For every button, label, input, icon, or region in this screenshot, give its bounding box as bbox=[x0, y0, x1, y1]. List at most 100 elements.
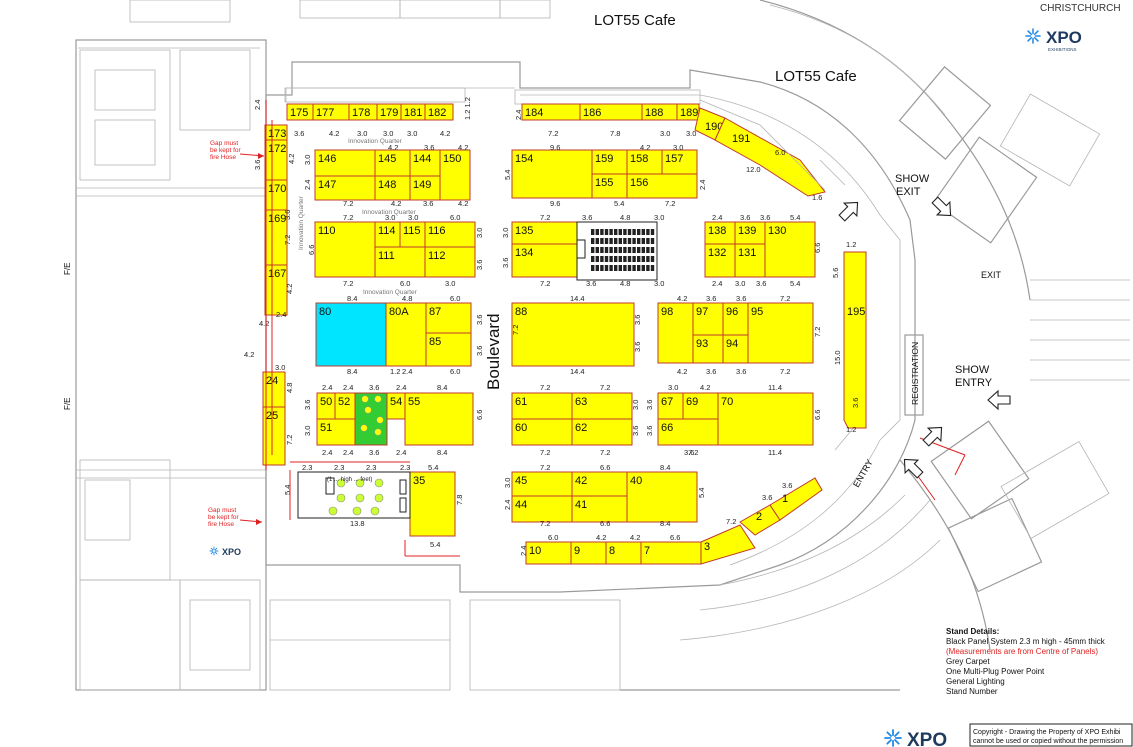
dimension-label: 2.3 bbox=[366, 463, 376, 472]
stand-1[interactable]: 1 bbox=[769, 477, 823, 521]
stand-66[interactable]: 66 bbox=[657, 418, 719, 446]
dimension-label: 8.4 bbox=[660, 463, 670, 472]
stand-144[interactable]: 144 bbox=[409, 149, 441, 177]
stand-94[interactable]: 94 bbox=[722, 334, 749, 364]
stand-35[interactable]: 35 bbox=[409, 471, 456, 537]
stand-191[interactable]: 191 bbox=[714, 117, 826, 197]
stand-132[interactable]: 132 bbox=[704, 243, 736, 278]
dimension-label: 1.2 bbox=[390, 367, 400, 376]
stand-154[interactable]: 154 bbox=[511, 149, 593, 199]
stand-134[interactable]: 134 bbox=[511, 243, 578, 278]
stand-114[interactable]: 114 bbox=[374, 221, 401, 248]
stand-149[interactable]: 149 bbox=[409, 175, 441, 201]
stand-80[interactable]: 80 bbox=[315, 302, 387, 367]
stand-189[interactable]: 189 bbox=[676, 103, 700, 121]
stand-115[interactable]: 115 bbox=[399, 221, 426, 248]
stand-172[interactable]: 172 bbox=[264, 139, 288, 181]
stand-110[interactable]: 110 bbox=[314, 221, 376, 278]
stand-146[interactable]: 146 bbox=[314, 149, 376, 177]
stand-145[interactable]: 145 bbox=[374, 149, 411, 177]
stand-80A[interactable]: 80A bbox=[385, 302, 427, 367]
stand-25[interactable]: 25 bbox=[262, 406, 286, 466]
stand-131[interactable]: 131 bbox=[734, 243, 766, 278]
stand-87[interactable]: 87 bbox=[425, 302, 472, 334]
stand-70[interactable]: 70 bbox=[717, 392, 814, 446]
stand-130[interactable]: 130 bbox=[764, 221, 816, 278]
seat-icon bbox=[650, 256, 655, 262]
stand-159[interactable]: 159 bbox=[591, 149, 628, 175]
stand-148[interactable]: 148 bbox=[374, 175, 411, 201]
stand-96[interactable]: 96 bbox=[722, 302, 749, 336]
dimension-label: 7.8 bbox=[610, 129, 620, 138]
stand-188[interactable]: 188 bbox=[641, 103, 678, 121]
stand-number: 155 bbox=[595, 177, 613, 189]
stand-178[interactable]: 178 bbox=[348, 103, 378, 121]
stand-95[interactable]: 95 bbox=[747, 302, 814, 364]
stand-181[interactable]: 181 bbox=[400, 103, 426, 121]
plant-icon bbox=[374, 395, 382, 403]
stand-179[interactable]: 179 bbox=[376, 103, 402, 121]
stand-60[interactable]: 60 bbox=[511, 418, 573, 446]
stand-9[interactable]: 9 bbox=[570, 541, 607, 565]
stand-55[interactable]: 55 bbox=[404, 392, 474, 446]
stand-62[interactable]: 62 bbox=[571, 418, 633, 446]
stand-155[interactable]: 155 bbox=[591, 173, 628, 199]
stand-54[interactable]: 54 bbox=[386, 392, 406, 420]
stand-42[interactable]: 42 bbox=[571, 471, 628, 497]
stand-190[interactable]: 190 bbox=[694, 107, 726, 141]
stand-93[interactable]: 93 bbox=[692, 334, 724, 364]
stand-139[interactable]: 139 bbox=[734, 221, 766, 245]
stand-147[interactable]: 147 bbox=[314, 175, 376, 201]
stand-138[interactable]: 138 bbox=[704, 221, 736, 245]
stand-173[interactable]: 173 bbox=[264, 124, 288, 141]
stand-150[interactable]: 150 bbox=[439, 149, 471, 201]
stand-88[interactable]: 88 bbox=[511, 302, 635, 367]
arrow-icon bbox=[922, 426, 943, 447]
stand-184[interactable]: 184 bbox=[521, 103, 581, 121]
stand-40[interactable]: 40 bbox=[626, 471, 698, 523]
stand-52[interactable]: 52 bbox=[334, 392, 356, 420]
dimension-label: 8.4 bbox=[437, 448, 447, 457]
stand-112[interactable]: 112 bbox=[424, 246, 476, 278]
stand-44[interactable]: 44 bbox=[511, 495, 573, 523]
stand-51[interactable]: 51 bbox=[316, 418, 356, 446]
stand-182[interactable]: 182 bbox=[424, 103, 454, 121]
stand-195[interactable]: 195 bbox=[843, 251, 867, 429]
stand-116[interactable]: 116 bbox=[424, 221, 476, 248]
stand-41[interactable]: 41 bbox=[571, 495, 628, 523]
stand-169[interactable]: 169 bbox=[264, 209, 288, 266]
dimension-label: 3.0 bbox=[668, 383, 678, 392]
stand-157[interactable]: 157 bbox=[661, 149, 698, 175]
dimension-label: 2.4 bbox=[396, 383, 406, 392]
dimension-label: 3.6 bbox=[760, 213, 770, 222]
stand-10[interactable]: 10 bbox=[525, 541, 572, 565]
dimension-label: 7.2 bbox=[600, 383, 610, 392]
stand-number: 51 bbox=[320, 422, 332, 434]
stand-number: 181 bbox=[404, 107, 422, 119]
dimension-label: 5.4 bbox=[428, 463, 438, 472]
stand-186[interactable]: 186 bbox=[579, 103, 643, 121]
stand-number: 172 bbox=[268, 143, 286, 155]
stand-7[interactable]: 7 bbox=[640, 541, 702, 565]
stand-details-line: General Lighting bbox=[946, 677, 1005, 686]
stand-50[interactable]: 50 bbox=[316, 392, 336, 420]
stand-158[interactable]: 158 bbox=[626, 149, 663, 175]
stand-111[interactable]: 111 bbox=[374, 246, 426, 278]
plant-icon bbox=[370, 506, 380, 516]
stand-63[interactable]: 63 bbox=[571, 392, 633, 420]
stand-97[interactable]: 97 bbox=[692, 302, 724, 336]
stand-85[interactable]: 85 bbox=[425, 332, 472, 367]
stand-167[interactable]: 167 bbox=[264, 264, 288, 316]
stand-61[interactable]: 61 bbox=[511, 392, 573, 420]
stand-170[interactable]: 170 bbox=[264, 179, 288, 211]
stand-156[interactable]: 156 bbox=[626, 173, 698, 199]
stand-8[interactable]: 8 bbox=[605, 541, 642, 565]
stand-135[interactable]: 135 bbox=[511, 221, 578, 245]
stand-98[interactable]: 98 bbox=[657, 302, 694, 364]
stand-3[interactable]: 3 bbox=[700, 524, 756, 565]
stand-45[interactable]: 45 bbox=[511, 471, 573, 497]
stand-69[interactable]: 69 bbox=[682, 392, 719, 420]
stand-177[interactable]: 177 bbox=[312, 103, 350, 121]
stand-67[interactable]: 67 bbox=[657, 392, 684, 420]
stand-175[interactable]: 175 bbox=[286, 103, 314, 121]
